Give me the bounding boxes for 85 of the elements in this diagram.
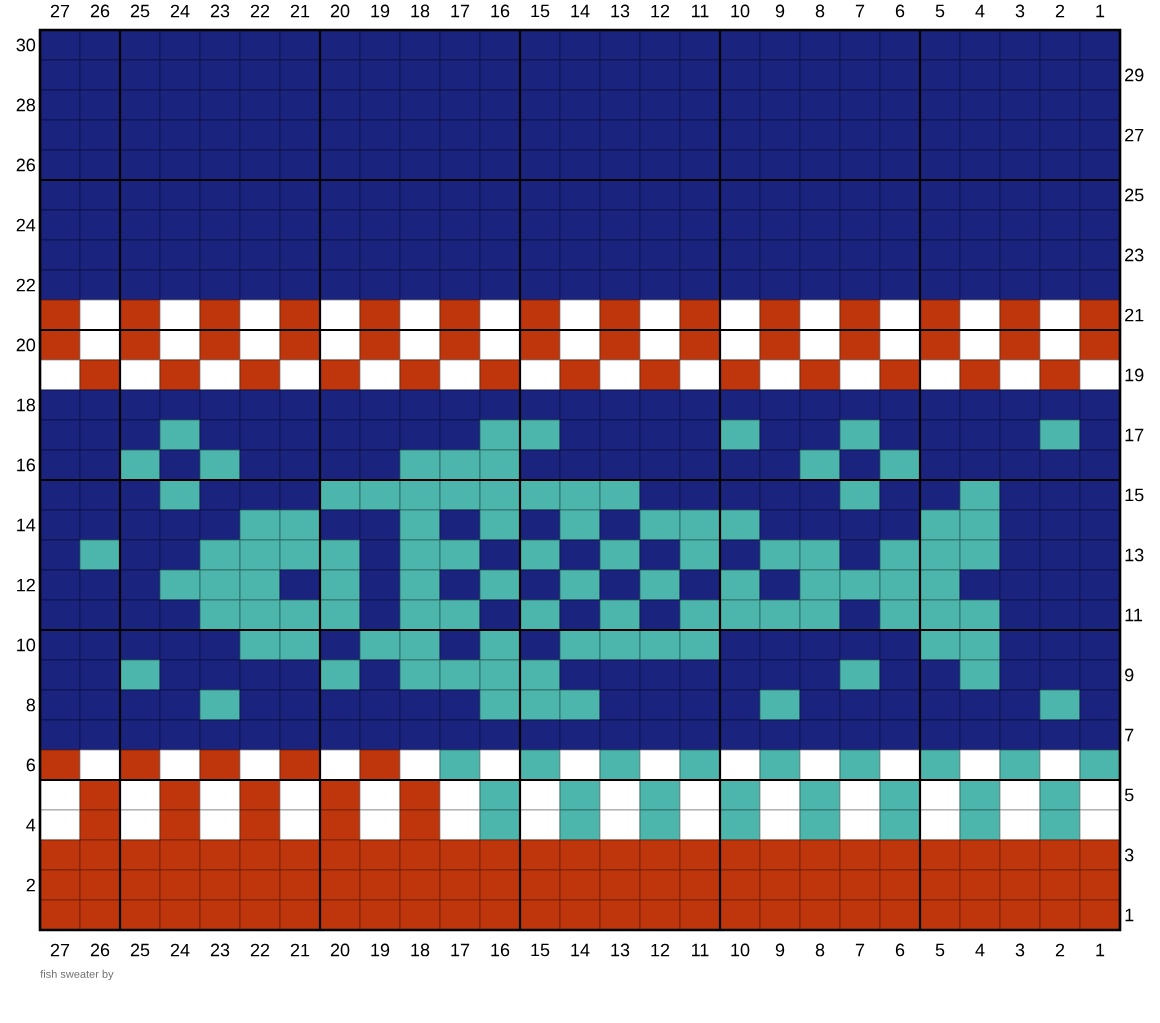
column-number: 19 xyxy=(371,943,390,957)
row-number: 18 xyxy=(17,398,36,412)
column-number: 11 xyxy=(692,4,709,18)
column-number: 3 xyxy=(1015,943,1025,957)
row-number: 3 xyxy=(1124,848,1134,862)
column-number: 12 xyxy=(651,943,670,957)
row-number: 15 xyxy=(1125,488,1144,502)
column-number: 2 xyxy=(1055,943,1065,957)
column-number: 24 xyxy=(170,943,190,957)
column-number: 13 xyxy=(611,4,630,18)
column-number: 1 xyxy=(1096,943,1105,957)
column-number: 15 xyxy=(531,4,550,18)
column-number: 23 xyxy=(210,943,230,957)
column-number: 20 xyxy=(330,943,350,957)
column-number: 27 xyxy=(50,4,70,18)
row-number: 20 xyxy=(16,338,36,352)
row-number: 13 xyxy=(1125,548,1144,562)
row-number: 1 xyxy=(1125,908,1134,922)
column-number: 26 xyxy=(90,943,110,957)
row-number: 26 xyxy=(16,158,35,172)
column-number: 16 xyxy=(491,943,510,957)
row-number: 4 xyxy=(26,818,36,832)
column-number: 23 xyxy=(210,4,230,18)
column-number: 5 xyxy=(935,943,945,957)
column-number: 17 xyxy=(451,4,470,18)
row-number: 22 xyxy=(16,278,35,292)
row-number: 12 xyxy=(17,578,35,592)
column-number: 20 xyxy=(330,4,350,18)
column-number: 12 xyxy=(651,4,670,18)
column-number: 24 xyxy=(170,4,190,18)
column-number: 25 xyxy=(130,4,150,18)
column-number: 6 xyxy=(895,943,905,957)
row-number: 5 xyxy=(1124,788,1134,802)
column-number: 1 xyxy=(1096,4,1105,18)
column-number: 5 xyxy=(935,4,945,18)
row-number: 16 xyxy=(17,458,35,472)
row-number: 9 xyxy=(1125,668,1134,682)
column-number: 18 xyxy=(411,4,430,18)
row-number: 28 xyxy=(16,98,36,112)
row-number: 29 xyxy=(1125,68,1144,82)
column-number: 22 xyxy=(250,943,270,957)
column-number: 25 xyxy=(130,943,150,957)
row-number: 17 xyxy=(1125,428,1144,442)
column-number: 13 xyxy=(611,943,630,957)
column-number: 21 xyxy=(290,4,310,18)
column-number: 4 xyxy=(975,4,985,18)
row-number: 10 xyxy=(17,638,36,652)
column-number: 9 xyxy=(775,4,785,18)
column-number: 14 xyxy=(571,943,590,957)
row-number: 7 xyxy=(1125,728,1134,742)
row-number: 21 xyxy=(1125,308,1144,322)
column-number: 10 xyxy=(731,943,750,957)
column-number: 26 xyxy=(90,4,110,18)
row-number: 8 xyxy=(26,698,36,712)
row-number: 24 xyxy=(16,218,36,232)
column-number: 16 xyxy=(491,4,510,18)
column-number: 22 xyxy=(250,4,270,18)
column-number: 10 xyxy=(731,4,750,18)
row-number: 2 xyxy=(26,878,35,892)
column-number: 19 xyxy=(371,4,390,18)
row-number: 14 xyxy=(17,518,36,532)
row-number: 27 xyxy=(1125,128,1144,142)
column-number: 21 xyxy=(290,943,310,957)
column-number: 2 xyxy=(1055,4,1065,18)
column-number: 7 xyxy=(855,943,865,957)
column-number: 17 xyxy=(451,943,470,957)
column-number: 3 xyxy=(1015,4,1025,18)
row-number: 30 xyxy=(16,38,36,52)
column-number: 11 xyxy=(692,943,709,957)
row-number: 11 xyxy=(1125,608,1142,622)
row-number: 19 xyxy=(1125,368,1144,382)
row-number: 25 xyxy=(1125,188,1144,202)
column-number: 15 xyxy=(531,943,550,957)
chart-caption: fish sweater by xyxy=(40,969,114,981)
column-number: 14 xyxy=(571,4,590,18)
row-number: 6 xyxy=(26,758,35,772)
column-number: 8 xyxy=(815,4,825,18)
column-number: 18 xyxy=(411,943,430,957)
column-number: 9 xyxy=(775,943,785,957)
column-number: 8 xyxy=(815,943,825,957)
column-number: 27 xyxy=(50,943,70,957)
column-number: 7 xyxy=(855,4,865,18)
column-number: 6 xyxy=(895,4,905,18)
row-number: 23 xyxy=(1125,248,1144,262)
column-number: 4 xyxy=(975,943,985,957)
